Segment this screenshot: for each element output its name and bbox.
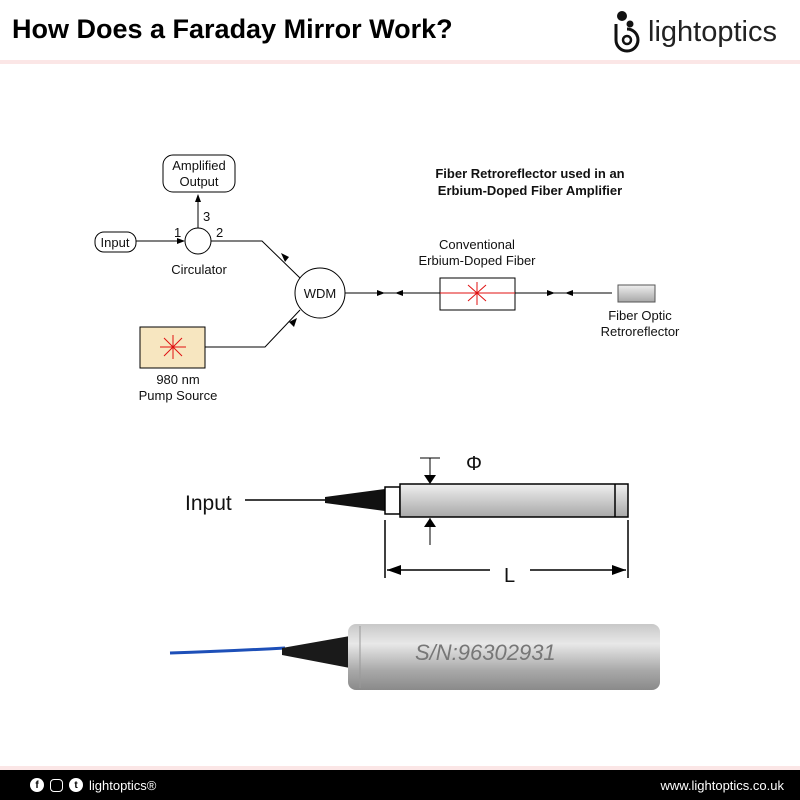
- footer-brand: lightoptics®: [89, 777, 157, 793]
- pump-line1: 980 nm: [156, 372, 199, 387]
- diagram-title-line1: Fiber Retroreflector used in an: [435, 166, 624, 181]
- laser-star-icon: [160, 335, 186, 359]
- page-title: How Does a Faraday Mirror Work?: [12, 14, 453, 44]
- footer-divider: [0, 766, 800, 770]
- amplified-output-line1: Amplified: [172, 158, 225, 173]
- fiber-line1: Conventional: [439, 237, 515, 252]
- header-divider: [0, 60, 800, 64]
- amplified-output-box: [162, 154, 236, 193]
- serial-number: S/N:96302931: [415, 640, 556, 665]
- laser-star-icon: [467, 282, 487, 305]
- diameter-symbol: Φ: [466, 453, 482, 475]
- port-1: 1: [174, 225, 181, 240]
- amplified-output-line2: Output: [179, 174, 218, 189]
- input-box: [94, 231, 137, 253]
- retroreflector-icon: [617, 284, 656, 303]
- circulator-symbol: [184, 227, 212, 255]
- circulator-label: Circulator: [171, 262, 227, 277]
- fiber-line2: Erbium-Doped Fiber: [418, 253, 536, 268]
- footer-url[interactable]: www.lightoptics.co.uk: [660, 777, 784, 793]
- facebook-icon[interactable]: f: [30, 778, 44, 792]
- retro-line2: Retroreflector: [601, 324, 680, 339]
- faraday-mirror-photo: S/N:96302931: [169, 624, 660, 690]
- retro-line1: Fiber Optic: [608, 308, 672, 323]
- logo-icon: [614, 11, 640, 53]
- input-label: Input: [101, 235, 130, 250]
- wdm-label: WDM: [304, 286, 337, 301]
- drawing-input-label: Input: [185, 492, 232, 515]
- twitter-icon[interactable]: t: [69, 778, 83, 792]
- dimension-drawing: Input Φ L: [185, 453, 629, 587]
- instagram-icon[interactable]: [50, 778, 63, 792]
- pump-line2: Pump Source: [139, 388, 218, 403]
- diagram-title-line2: Erbium-Doped Fiber Amplifier: [438, 183, 622, 198]
- port-3: 3: [203, 209, 210, 224]
- port-2: 2: [216, 225, 223, 240]
- footer: f t lightoptics® www.lightoptics.co.uk: [0, 770, 800, 800]
- logo-text: lightoptics: [648, 15, 777, 48]
- length-label: L: [504, 565, 515, 587]
- logo: lightoptics: [610, 10, 777, 54]
